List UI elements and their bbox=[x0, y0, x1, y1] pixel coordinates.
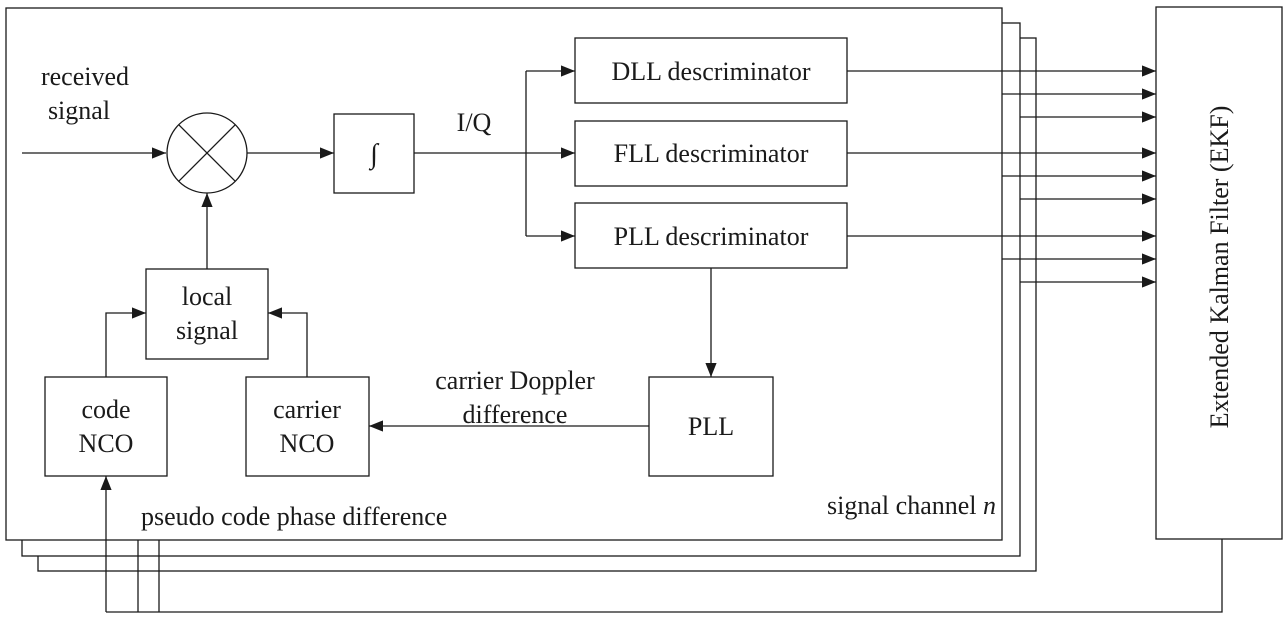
carrier-nco-label-line2: NCO bbox=[280, 429, 335, 458]
local-signal-block bbox=[145, 268, 269, 360]
code-nco-label-line2: NCO bbox=[79, 429, 134, 458]
carrier-nco-label-line1: carrier bbox=[273, 395, 341, 424]
fll-discriminator-block bbox=[574, 120, 848, 187]
local-signal-label-line2: signal bbox=[176, 316, 238, 345]
ekf-feedback-line bbox=[106, 539, 1223, 613]
local-signal-label-line1: local bbox=[182, 282, 233, 311]
pll-label: PLL bbox=[688, 412, 734, 441]
integrator-block bbox=[333, 113, 415, 194]
received-signal-label-line2: signal bbox=[48, 96, 110, 125]
pseudo-code-phase-label: pseudo code phase difference bbox=[141, 502, 447, 531]
received-signal-label-line1: received bbox=[41, 62, 129, 91]
carrier-doppler-label-line1: carrier Doppler bbox=[435, 366, 595, 395]
mixer-icon bbox=[166, 112, 248, 194]
carrier-nco-to-local-signal-arrow bbox=[268, 307, 308, 377]
integrator-symbol: ∫ bbox=[368, 139, 380, 171]
fll-discriminator-label: FLL descriminator bbox=[614, 139, 809, 168]
code-nco-to-local-signal-arrow bbox=[105, 307, 146, 377]
pll-discriminator-label: PLL descriminator bbox=[614, 222, 809, 251]
pll-block bbox=[648, 376, 774, 477]
code-nco-block bbox=[44, 376, 168, 477]
carrier-doppler-label-line2: difference bbox=[463, 400, 568, 429]
carrier-nco-block bbox=[245, 376, 370, 477]
ekf-label: Extended Kalman Filter (EKF) bbox=[1205, 106, 1234, 429]
pll-discriminator-block bbox=[574, 202, 848, 269]
signal-channel-label: signal channel n bbox=[827, 491, 996, 520]
dll-discriminator-label: DLL descriminator bbox=[611, 57, 810, 86]
code-nco-label-line1: code bbox=[81, 395, 130, 424]
iq-label: I/Q bbox=[457, 108, 492, 137]
ekf-block bbox=[1155, 6, 1283, 540]
